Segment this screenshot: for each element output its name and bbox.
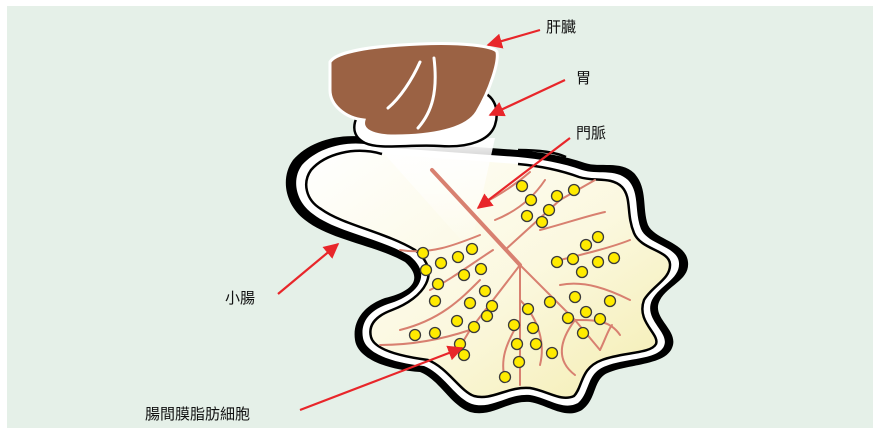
label-small-intestine: 小腸 xyxy=(225,289,255,307)
arrow-liver xyxy=(488,30,540,45)
label-mesenteric-fat-cells: 腸間膜脂肪細胞 xyxy=(145,405,250,423)
arrow-stomach xyxy=(490,80,565,115)
label-stomach: 胃 xyxy=(576,69,591,87)
arrow-small-intestine xyxy=(278,244,338,294)
small-intestine xyxy=(286,136,688,413)
label-liver: 肝臓 xyxy=(546,18,576,36)
label-portal-vein: 門脈 xyxy=(576,124,606,142)
